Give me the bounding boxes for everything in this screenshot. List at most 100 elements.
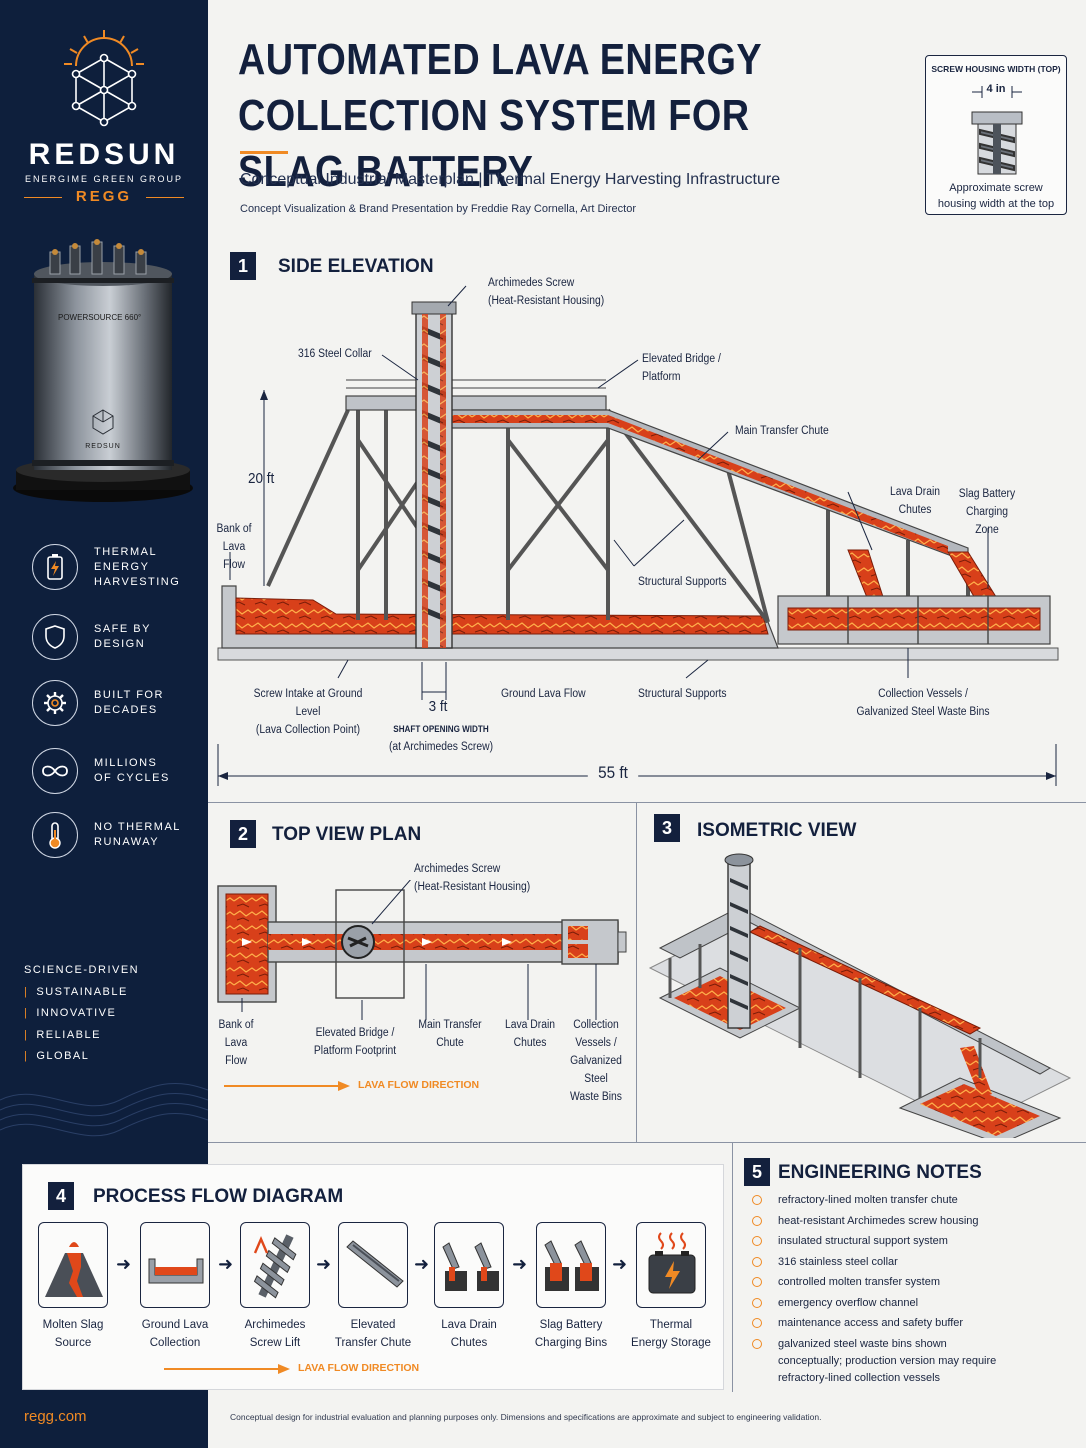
label-main-transfer-chute: Main Transfer Chute	[735, 425, 829, 437]
process-step-label: Thermal Energy Storage	[631, 1319, 711, 1349]
process-step-ground-collection	[140, 1222, 210, 1308]
feature-thermal-energy: THERMAL ENERGY HARVESTING	[32, 544, 194, 590]
gear-icon	[32, 680, 78, 726]
thermal-battery-icon	[648, 1232, 696, 1294]
flow-direction-label: LAVA FLOW DIRECTION	[358, 1079, 480, 1091]
section-number: 3	[654, 814, 680, 842]
chute-icon	[346, 1240, 404, 1288]
note-item: insulated structural support system	[752, 1233, 1072, 1250]
arrow-right-icon: ➜	[116, 1254, 132, 1274]
note-item: maintenance access and safety buffer	[752, 1315, 1072, 1332]
section-number: 1	[230, 252, 256, 280]
redsun-logo-icon	[64, 30, 144, 127]
inset-dimension: 4 in	[986, 83, 1006, 95]
arrow-right-icon: ➜	[612, 1254, 628, 1274]
section-title: SIDE ELEVATION	[278, 256, 434, 277]
label-top-screw: Archimedes Screw (Heat-Resistant Housing…	[414, 863, 531, 893]
section-number: 5	[744, 1158, 770, 1186]
feature-label: NO THERMAL RUNAWAY	[94, 821, 181, 848]
label-top-vessels: Collection Vessels / Galvanized Steel Wa…	[570, 1019, 622, 1103]
note-item: 316 stainless steel collar	[752, 1254, 1072, 1271]
label-screw-intake: Screw Intake at Ground Level (Lava Colle…	[253, 688, 363, 736]
product-brand: REDSUN	[85, 443, 121, 450]
battery-bolt-icon	[32, 544, 78, 590]
label-top-chute: Main Transfer Chute	[418, 1019, 482, 1049]
label-shaft-sub: (at Archimedes Screw)	[388, 741, 494, 753]
note-item: controlled molten transfer system	[752, 1274, 1072, 1291]
footer-disclaimer: Conceptual design for industrial evaluat…	[230, 1412, 822, 1422]
powersource-battery-image: POWERSOURCE 660° REDSUN	[13, 239, 193, 502]
arrow-right-icon: ➜	[414, 1254, 430, 1274]
process-step-label: Molten Slag Source	[42, 1319, 104, 1349]
section-title: ISOMETRIC VIEW	[697, 820, 857, 841]
engineering-notes-list: refractory-lined molten transfer chute h…	[752, 1192, 1072, 1390]
arrow-right-icon: ➜	[316, 1254, 332, 1274]
website-link[interactable]: regg.com	[24, 1408, 87, 1425]
feature-millions-of-cycles: MILLIONS OF CYCLES	[32, 748, 194, 794]
process-step-label: Slag Battery Charging Bins	[534, 1319, 608, 1349]
feature-label: SAFE BY DESIGN	[94, 623, 151, 650]
feature-built-for-decades: BUILT FOR DECADES	[32, 680, 194, 726]
thermometer-icon	[32, 812, 78, 858]
flow-direction-arrow	[224, 1081, 350, 1091]
label-top-drain: Lava Drain Chutes	[504, 1019, 556, 1049]
arrow-right-icon: ➜	[218, 1254, 234, 1274]
section-number: 4	[48, 1182, 74, 1210]
process-step-label: Elevated Transfer Chute	[334, 1319, 412, 1349]
product-label: POWERSOURCE 660°	[58, 313, 141, 322]
label-collection-vessels: Collection Vessels / Galvanized Steel Wa…	[856, 688, 990, 718]
pillar-item: |INNOVATIVE	[24, 1007, 117, 1019]
brand-rule-left	[24, 197, 62, 198]
screw-housing-icon	[971, 86, 1023, 175]
process-step-transfer-chute	[338, 1222, 408, 1308]
feature-label: MILLIONS OF CYCLES	[94, 757, 170, 784]
process-step-label: Archimedes Screw Lift	[244, 1319, 306, 1349]
section-title: PROCESS FLOW DIAGRAM	[93, 1186, 344, 1207]
process-step-screw-lift	[240, 1222, 310, 1308]
label-shaft-opening: SHAFT OPENING WIDTH	[393, 724, 489, 734]
label-top-bridge: Elevated Bridge / Platform Footprint	[313, 1027, 397, 1057]
section-divider	[732, 1142, 733, 1392]
process-step-label: Ground Lava Collection	[141, 1319, 209, 1349]
brand-rule-right	[146, 197, 184, 198]
inset-caption: Approximate screw housing width at the t…	[937, 182, 1055, 210]
label-steel-collar: 316 Steel Collar	[298, 348, 372, 360]
label-charging-zone: Slag Battery Charging Zone	[958, 488, 1016, 536]
section-title: TOP VIEW PLAN	[272, 824, 422, 845]
page-title: AUTOMATED LAVA ENERGY COLLECTION SYSTEM …	[238, 35, 763, 196]
process-step-drain-chutes	[434, 1222, 504, 1308]
lava-basin-icon	[148, 1258, 204, 1284]
label-top-bank: Bank of Lava Flow	[218, 1019, 254, 1067]
note-item: emergency overflow channel	[752, 1295, 1072, 1312]
pillar-item: |GLOBAL	[24, 1050, 90, 1062]
wave-decoration	[0, 1082, 208, 1137]
side-elevation-drawing	[217, 285, 1059, 786]
label-structural-supports-lower: Structural Supports	[638, 688, 727, 700]
label-ground-lava-flow: Ground Lava Flow	[501, 688, 586, 700]
infinity-icon	[32, 748, 78, 794]
shield-icon	[32, 614, 78, 660]
section-divider	[208, 1142, 1086, 1143]
label-length: 55 ft	[587, 764, 639, 782]
feature-no-thermal-runaway: NO THERMAL RUNAWAY	[32, 812, 194, 858]
top-view-drawing	[217, 880, 627, 1020]
note-item: refractory-lined molten transfer chute	[752, 1192, 1072, 1209]
screw-icon	[253, 1234, 297, 1299]
pillar-item: |RELIABLE	[24, 1028, 101, 1041]
label-archimedes-screw: Archimedes Screw (Heat-Resistant Housing…	[488, 277, 605, 307]
flow-direction-label: LAVA FLOW DIRECTION	[298, 1362, 420, 1374]
title-rule	[240, 151, 288, 154]
feature-label: BUILT FOR DECADES	[94, 689, 164, 716]
arrow-right-icon: ➜	[512, 1254, 528, 1274]
inset-title: SCREW HOUSING WIDTH (TOP)	[931, 64, 1061, 74]
label-lava-drain-chutes: Lava Drain Chutes	[889, 486, 941, 516]
label-bank-of-lava: Bank of Lava Flow	[216, 523, 252, 571]
process-step-thermal-storage	[636, 1222, 706, 1308]
brand-pillars: SCIENCE-DRIVEN |SUSTAINABLE |INNOVATIVE …	[24, 964, 139, 1072]
section-number: 2	[230, 820, 256, 848]
flow-direction-arrow	[164, 1364, 290, 1374]
volcano-icon	[45, 1242, 103, 1297]
pillar-item: |SUSTAINABLE	[24, 985, 128, 998]
pillar-item: SCIENCE-DRIVEN	[24, 964, 140, 976]
page-subtitle: Conceptual Industrial Masterplan | Therm…	[240, 171, 781, 188]
